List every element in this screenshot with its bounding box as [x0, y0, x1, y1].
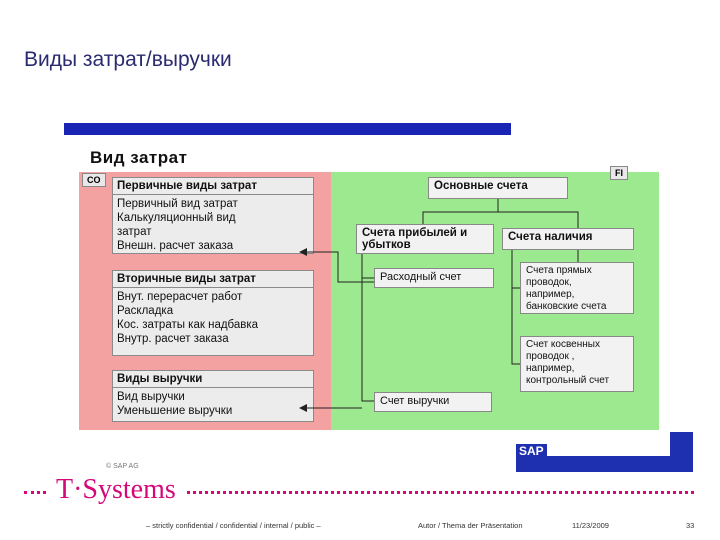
box-line: Кос. затраты как надбавка: [117, 319, 259, 331]
box-line: Уменьшение выручки: [117, 405, 233, 417]
box-title: Виды выручки: [113, 371, 313, 388]
primary-cost-types-box: Первичные виды затрат Первичный вид затр…: [112, 177, 314, 254]
box-title: Вторичные виды затрат: [113, 271, 313, 288]
box-line: контрольный счет: [526, 375, 610, 386]
fi-tag: FI: [610, 166, 628, 180]
indirect-postings-box: Счет косвенных проводок , например, конт…: [520, 336, 634, 392]
box-line: Внутр. расчет заказа: [117, 333, 229, 345]
diagram-heading: Вид затрат: [90, 148, 188, 167]
box-line: банковские счета: [526, 301, 607, 312]
box-line: Счета прямых: [526, 265, 592, 276]
direct-postings-box: Счета прямых проводок, например, банковс…: [520, 262, 634, 314]
co-tag: CO: [82, 173, 106, 187]
box-line: Раскладка: [117, 305, 174, 317]
top-accent-bar: [64, 123, 511, 135]
box-line: например,: [526, 363, 575, 374]
brand-dotted-line: [24, 491, 694, 494]
box-line: проводок ,: [526, 351, 575, 362]
box-line: Калькуляционный вид: [117, 212, 236, 224]
cash-accounts-box: Счета наличия: [502, 228, 634, 250]
box-line: например,: [526, 289, 575, 300]
box-line: Первичный вид затрат: [117, 198, 238, 210]
box-line: Внешн. расчет заказа: [117, 240, 234, 252]
author-topic: Autor / Thema der Präsentation: [418, 521, 523, 530]
tree-connector: [361, 254, 374, 402]
revenue-account-box: Счет выручки: [374, 392, 492, 412]
tree-connector: [511, 250, 520, 365]
t-systems-logo: T·Systems: [48, 474, 184, 506]
sap-logo-text: SAP: [516, 444, 547, 458]
revenue-types-box: Виды выручки Вид выручки Уменьшение выру…: [112, 370, 314, 422]
box-line: затрат: [117, 226, 152, 238]
expense-account-box: Расходный счет: [374, 268, 494, 288]
box-line: Внут. перерасчет работ: [117, 291, 243, 303]
page-number: 33: [686, 521, 695, 530]
arrow-to-primary: [299, 248, 339, 256]
box-line: Вид выручки: [117, 391, 185, 403]
tree-connector: [337, 254, 374, 283]
pl-accounts-box: Счета прибылей и убытков: [356, 224, 494, 254]
secondary-cost-types-box: Вторичные виды затрат Внут. перерасчет р…: [112, 270, 314, 356]
box-line: Счет косвенных: [526, 339, 600, 350]
confidentiality-note: – strictly confidential / confidential /…: [146, 521, 321, 530]
footer-date: 11/23/2009: [572, 521, 609, 530]
slide-title: Виды затрат/выручки: [24, 48, 232, 71]
box-title: Первичные виды затрат: [113, 178, 313, 195]
tree-connector: [422, 199, 499, 224]
main-accounts-box: Основные счета: [428, 177, 568, 199]
box-line: проводок,: [526, 277, 572, 288]
copyright-text: © SAP AG: [106, 463, 139, 470]
tree-connector: [498, 211, 579, 228]
